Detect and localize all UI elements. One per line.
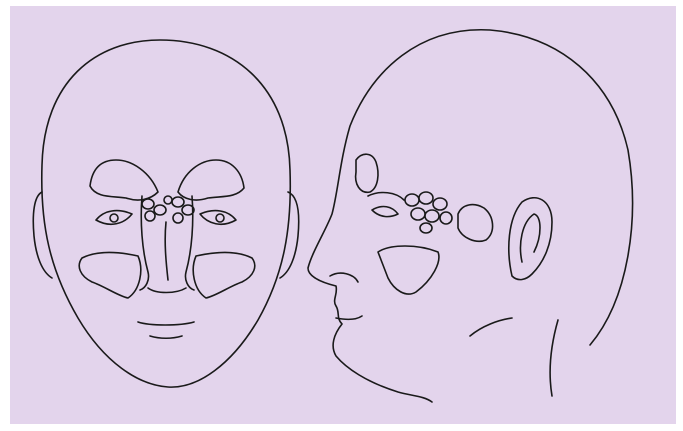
side-sphenoid-sinus xyxy=(458,205,493,242)
side-frontal-sinus xyxy=(356,154,378,192)
paper-background xyxy=(10,6,676,424)
